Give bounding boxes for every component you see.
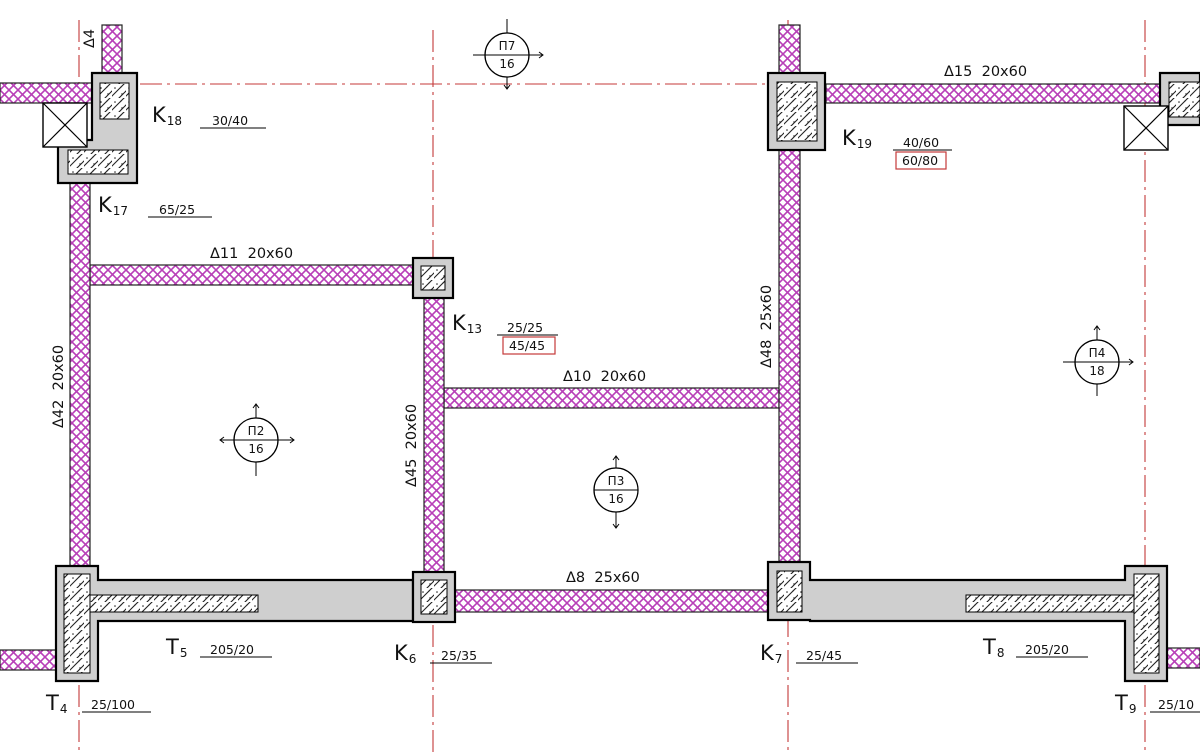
beam-d11 [89, 264, 415, 286]
column-size-k13: 25/25 [507, 320, 543, 335]
column-size-t4: 25/100 [91, 697, 135, 712]
beam-d15 [825, 83, 1162, 104]
slab-name-p4: Π4 [1089, 346, 1106, 360]
beam-label-d48: Δ48 25x60 [759, 285, 775, 368]
slab-name-p3: Π3 [608, 474, 625, 488]
beam-top-left-stub [0, 82, 93, 104]
column-label-k7: K7 [760, 641, 782, 666]
beam-label-d45: Δ45 20x60 [404, 404, 420, 487]
column-size-k17: 65/25 [159, 202, 195, 217]
column-label-k13: K13 [452, 311, 482, 336]
slab-p4-symbol: Π4 18 [1063, 325, 1134, 396]
slab-thickness-p3: 16 [608, 492, 623, 506]
slab-p7-symbol: Π7 16 [473, 19, 544, 90]
column-label-t9: T9 [1114, 691, 1136, 716]
column-size-k6: 25/35 [441, 648, 477, 663]
slab-thickness-p7: 16 [499, 57, 514, 71]
column-label-k18: K18 [152, 103, 182, 128]
column-label-t4: T4 [45, 691, 67, 716]
beam-bottom-right-stub [1166, 647, 1200, 669]
beam-d4 [101, 24, 123, 74]
column-label-k17: K17 [98, 193, 128, 218]
beam-label-d11: Δ11 20x60 [210, 246, 293, 262]
column-label-t8: T8 [982, 635, 1004, 660]
beam-d42 [69, 182, 91, 569]
beams [0, 24, 1200, 671]
slab-p3-symbol: Π3 16 [593, 455, 639, 529]
column-size-t9: 25/10 [1158, 697, 1194, 712]
column-boxed-size-k19-frame [895, 151, 947, 170]
beam-label-d8: Δ8 25x60 [566, 570, 640, 586]
beam-d8 [454, 589, 769, 613]
column-labels: K18 30/40 K17 65/25 K19 40/60 60/80 K13 … [45, 103, 1200, 716]
column-size-k19: 40/60 [903, 135, 939, 150]
slab-name-p2: Π2 [248, 424, 265, 438]
beam-label-d42: Δ42 20x60 [51, 345, 67, 428]
beam-bottom-left-stub [0, 649, 57, 671]
column-label-k19: K19 [842, 126, 872, 151]
columns [42, 71, 1200, 683]
slab-thickness-p4: 18 [1089, 364, 1104, 378]
wall-t4-t5-outline [54, 564, 415, 683]
column-size-k18: 30/40 [212, 113, 248, 128]
column-size-k7: 25/45 [806, 648, 842, 663]
beam-d48 [778, 149, 801, 564]
column-boxed-size-k19: 60/80 [902, 153, 938, 168]
beam-label-d10: Δ10 20x60 [563, 369, 646, 385]
column-label-k6: K6 [394, 641, 416, 666]
wall-k7-t8-t9-outline [766, 560, 1169, 683]
slab-p2-symbol: Π2 16 [219, 403, 295, 476]
beam-label-d15: Δ15 20x60 [944, 64, 1027, 80]
column-label-t5: T5 [165, 635, 187, 660]
column-size-t5: 205/20 [210, 642, 254, 657]
beam-d10 [443, 387, 780, 409]
column-boxed-size-k13: 45/45 [509, 338, 545, 353]
slab-name-p7: Π7 [499, 39, 516, 53]
beam-labels: Δ15 20x60 Δ11 20x60 Δ10 20x60 Δ8 25x60 Δ… [51, 29, 1027, 586]
beam-label-d4: Δ4 [82, 29, 98, 48]
column-boxed-size-k13-frame [502, 336, 556, 355]
beam-k19-top-stub [778, 24, 801, 74]
column-size-t8: 205/20 [1025, 642, 1069, 657]
slab-thickness-p2: 16 [248, 442, 263, 456]
axis-lines [0, 20, 1200, 753]
beam-d45 [423, 297, 445, 573]
